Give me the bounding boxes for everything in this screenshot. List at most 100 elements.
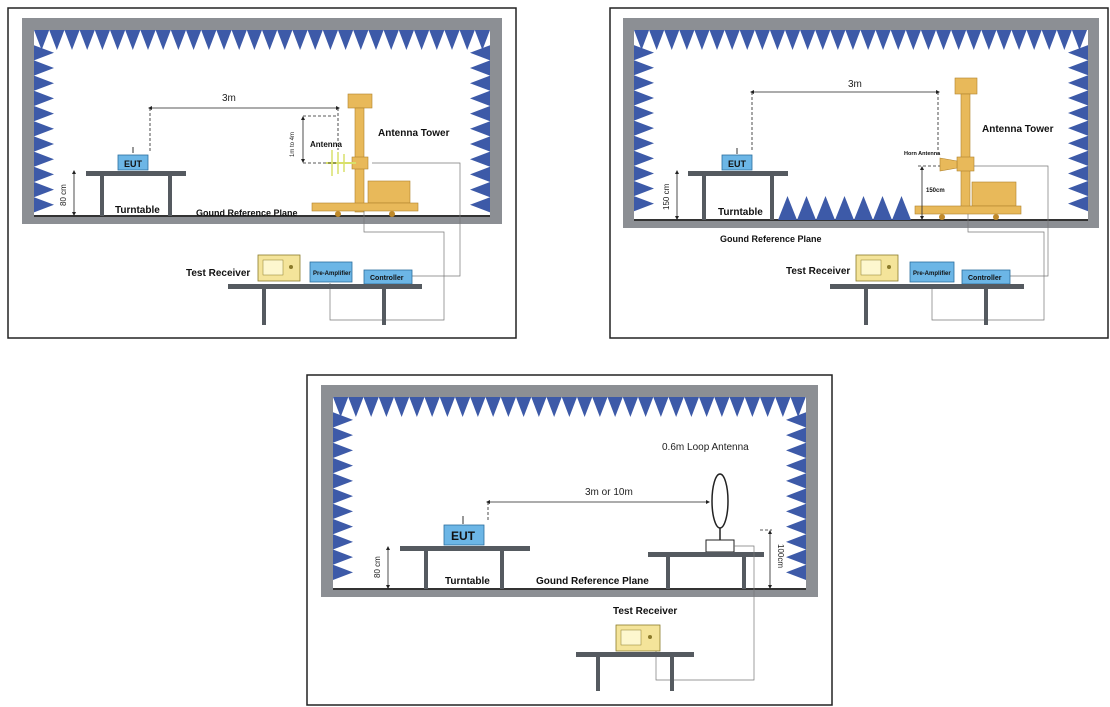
- absorber-spike-right: [470, 136, 490, 152]
- absorber-spike-top: [383, 30, 399, 50]
- absorber-spike-top: [140, 30, 156, 50]
- absorber-spike-top: [739, 30, 755, 50]
- absorber-spike-top: [348, 397, 364, 417]
- absorber-spike-top: [653, 397, 669, 417]
- absorber-spike-left: [34, 75, 54, 91]
- absorber-spike-right: [470, 60, 490, 76]
- diagram-1-pre-amplifier: [309, 261, 353, 283]
- absorber-spike-top: [951, 30, 967, 50]
- diagram-3-distance-label: 3m or 10m: [585, 487, 633, 498]
- absorber-spike-floor: [797, 196, 816, 220]
- absorber-spike-left: [634, 45, 654, 61]
- diagram-2-turntable-leg-right: [770, 176, 774, 220]
- absorber-spike-top: [333, 397, 349, 417]
- absorber-spike-top: [683, 397, 699, 417]
- absorber-spike-floor: [873, 196, 892, 220]
- absorber-spike-top: [155, 30, 171, 50]
- absorber-spike-left: [634, 75, 654, 91]
- absorber-spike-left: [634, 120, 654, 136]
- diagram-1-turntable-top: [86, 171, 186, 176]
- absorber-spike-top: [936, 30, 952, 50]
- absorber-spike-right: [470, 90, 490, 106]
- absorber-spike-left: [333, 534, 353, 550]
- absorber-spike-top: [485, 397, 501, 417]
- absorber-spike-floor: [816, 196, 835, 220]
- diagram-2-tower-mast: [960, 93, 971, 211]
- absorber-spike-top: [378, 397, 394, 417]
- diagram-2-wheel-left: [939, 214, 945, 220]
- diagram-2-receiver-label: Test Receiver: [786, 266, 850, 277]
- diagram-1-bench-top: [228, 284, 422, 289]
- absorber-spike-top: [664, 30, 680, 50]
- diagram-1-distance-label: 3m: [222, 93, 236, 104]
- diagram-1-eut-label: EUT: [124, 159, 143, 169]
- absorber-spike-right: [1068, 60, 1088, 76]
- absorber-spike-left: [634, 165, 654, 181]
- diagram-1-eut-box: [117, 154, 149, 171]
- absorber-spike-top: [790, 397, 806, 417]
- diagram-1-wheel-right: [389, 211, 395, 217]
- absorber-spike-floor: [778, 196, 797, 220]
- diagram-2-horn-mount: [956, 156, 975, 172]
- absorber-spike-top: [546, 397, 562, 417]
- absorber-spike-left: [333, 412, 353, 428]
- absorber-spike-top: [459, 30, 475, 50]
- diagram-3-loop-antenna-label: 0.6m Loop Antenna: [662, 442, 749, 453]
- diagram-1-cables: [329, 162, 461, 321]
- absorber-spike-right: [1068, 120, 1088, 136]
- absorber-spike-top: [890, 30, 906, 50]
- absorber-spike-right: [786, 442, 806, 458]
- absorber-spike-floor: [854, 196, 873, 220]
- absorber-spike-top: [815, 30, 831, 50]
- absorber-spike-left: [333, 473, 353, 489]
- absorber-spike-top: [694, 30, 710, 50]
- absorber-spike-top: [292, 30, 308, 50]
- absorber-spike-left: [333, 442, 353, 458]
- diagram-3-antenna-table-leg-right: [742, 557, 746, 589]
- diagram-2-floor-absorbers: [778, 196, 911, 220]
- diagram-3-bench-leg-right: [670, 657, 674, 691]
- absorber-spike-left: [34, 45, 54, 61]
- diagram-2-bench-top: [830, 284, 1024, 289]
- absorber-spike-right: [1068, 135, 1088, 151]
- absorber-spike-right: [786, 503, 806, 519]
- absorber-spike-top: [800, 30, 816, 50]
- absorber-spike-left: [333, 564, 353, 580]
- absorber-spike-right: [1068, 150, 1088, 166]
- diagram-2-pre-amplifier-label: Pre-Amplifier: [913, 271, 951, 277]
- diagram-3-cables: [655, 545, 755, 681]
- absorber-spike-top: [966, 30, 982, 50]
- diagram-2-tower-label: Antenna Tower: [982, 124, 1054, 135]
- absorber-spike-right: [470, 106, 490, 122]
- absorber-spike-top: [474, 30, 490, 50]
- diagram-2-bench-leg-right: [984, 289, 988, 325]
- diagram-3-antenna-table-top: [648, 552, 764, 557]
- absorber-spike-left: [333, 458, 353, 474]
- absorber-spike-top: [201, 30, 217, 50]
- absorber-spike-left: [34, 90, 54, 106]
- absorber-spike-right: [470, 182, 490, 198]
- diagram-1-tower-motor: [367, 180, 411, 204]
- absorber-spike-top: [699, 397, 715, 417]
- diagram-2-pre-amplifier: [909, 261, 955, 283]
- diagram-1-ground-plane-label: Gound Reference Plane: [196, 208, 298, 218]
- diagram-3-table-height-label: 80 cm: [373, 556, 382, 578]
- absorber-spike-right: [786, 519, 806, 535]
- absorber-spike-left: [634, 105, 654, 121]
- absorber-spike-top: [398, 30, 414, 50]
- absorber-spike-right: [786, 412, 806, 428]
- diagram-1-table-height-label: 80 cm: [59, 184, 68, 206]
- diagram-2-bench-leg-left: [864, 289, 868, 325]
- diagram-2-absorbers: [634, 30, 1088, 212]
- absorber-spike-top: [830, 30, 846, 50]
- diagram-3-chamber-interior: [333, 397, 806, 589]
- absorber-spike-right: [786, 488, 806, 504]
- absorber-spike-right: [1068, 75, 1088, 91]
- absorber-spike-left: [634, 135, 654, 151]
- diagram-2-chamber-setup: 3m EUT Turntable 150 cm Antenna Tower Ho…: [609, 7, 1109, 339]
- diagram-3-receiver-label: Test Receiver: [613, 606, 677, 617]
- diagram-3-bench-leg-left: [596, 657, 600, 691]
- diagram-3-bench-top: [576, 652, 694, 657]
- absorber-spike-top: [363, 397, 379, 417]
- absorber-spike-left: [34, 136, 54, 152]
